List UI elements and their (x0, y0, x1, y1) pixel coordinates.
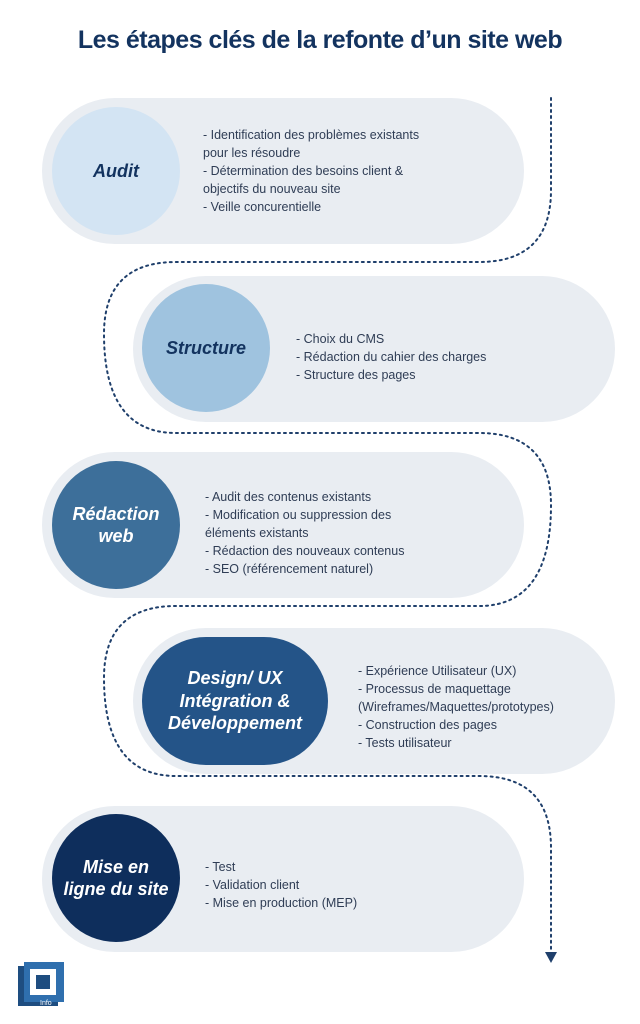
step-audit-circle: Audit (52, 107, 180, 235)
list-item: - Processus de maquettage (Wireframes/Ma… (358, 682, 554, 714)
step-audit-items: - Identification des problèmes existants… (203, 126, 435, 216)
logo-text: Info (40, 1000, 52, 1007)
step-design-circle: Design/ UX Intégration & Développement (142, 637, 328, 765)
step-redaction-label: Rédaction web (72, 503, 160, 547)
list-item: - Rédaction des nouveaux contenus (205, 544, 405, 558)
list-item: - Structure des pages (296, 368, 416, 382)
page-title: Les étapes clés de la refonte d’un site … (77, 26, 563, 54)
step-structure-items: - Choix du CMS - Rédaction du cahier des… (296, 330, 556, 384)
step-structure-circle: Structure (142, 284, 270, 412)
step-mise-en-ligne-circle: Mise en ligne du site (52, 814, 180, 942)
step-redaction-items: - Audit des contenus existants - Modific… (205, 488, 420, 578)
list-item: - Détermination des besoins client & obj… (203, 164, 404, 196)
list-item: - Construction des pages (358, 718, 497, 732)
list-item: - Choix du CMS (296, 332, 385, 346)
list-item: - Tests utilisateur (358, 736, 452, 750)
list-item: - Identification des problèmes existants… (203, 128, 420, 160)
list-item: - SEO (référencement naturel) (205, 562, 374, 576)
list-item: - Expérience Utilisateur (UX) (358, 664, 517, 678)
step-structure-label: Structure (165, 337, 246, 358)
list-item: - Mise en production (MEP) (205, 896, 358, 910)
step-mise-en-ligne-label: Mise en ligne du site (63, 856, 169, 900)
step-audit-label: Audit (93, 160, 139, 181)
list-item: - Modification ou suppression des élémen… (205, 508, 392, 540)
arrow-down-icon (545, 952, 557, 963)
list-item: - Test (205, 860, 236, 874)
step-design-label: Design/ UX Intégration & Développement (167, 668, 303, 734)
list-item: - Rédaction du cahier des charges (296, 350, 487, 364)
step-mise-en-ligne-items: - Test - Validation client - Mise en pro… (205, 858, 445, 912)
brand-logo-icon: Info (18, 962, 64, 1007)
step-design-items: - Expérience Utilisateur (UX) - Processu… (358, 662, 598, 752)
step-redaction-circle: Rédaction web (52, 461, 180, 589)
list-item: - Validation client (205, 878, 300, 892)
list-item: - Audit des contenus existants (205, 490, 372, 504)
list-item: - Veille concurentielle (203, 200, 322, 214)
